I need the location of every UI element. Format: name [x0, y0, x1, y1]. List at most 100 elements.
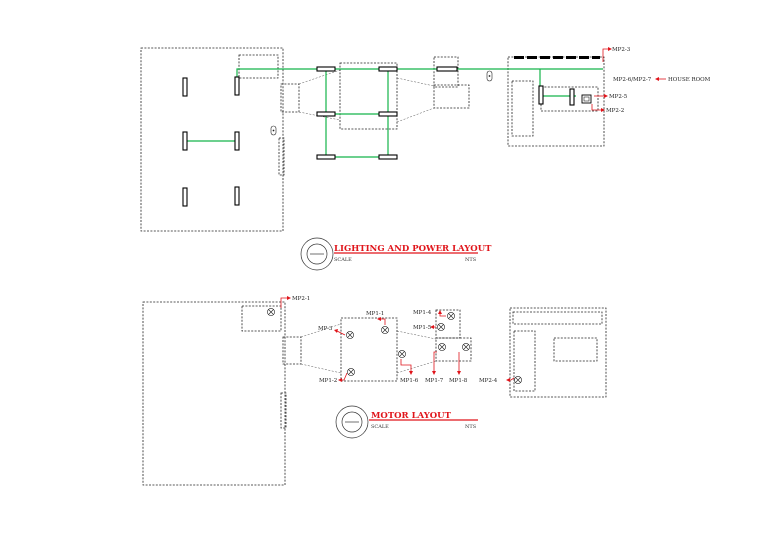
light-fixture-icon — [234, 131, 240, 151]
light-fixture-icon — [182, 187, 188, 207]
lighting-scale-label: SCALE — [334, 257, 352, 263]
mp1-6-arrow — [400, 359, 412, 372]
house-room-bench — [511, 80, 534, 137]
mp1-1-arrow — [380, 318, 386, 325]
light-fixture-icon — [378, 66, 398, 72]
motor-point-icon — [267, 308, 275, 316]
light-fixture-icon — [527, 56, 537, 59]
leader-line — [396, 360, 437, 374]
light-fixture-icon — [316, 154, 336, 160]
motor-point-icon — [381, 326, 389, 334]
motor-layout-title: MOTOR LAYOUT — [371, 411, 452, 421]
arrowhead-icon — [457, 371, 461, 375]
label-house-room: HOUSE ROOM — [668, 77, 711, 83]
motor-right-connector — [435, 337, 472, 362]
label-mp2-3: MP2-3 — [612, 47, 631, 53]
mp1-7-arrow — [433, 351, 437, 372]
label-mp1-7: MP1-7 — [425, 378, 444, 384]
motor-point-icon — [438, 343, 446, 351]
motor-house-room-outline — [509, 307, 607, 398]
lighting-scale-value: NTS — [465, 257, 477, 263]
light-fixture-icon — [316, 66, 336, 72]
light-fixture-icon — [514, 56, 524, 59]
motor-point-icon — [437, 323, 445, 331]
hall-door-right — [278, 137, 285, 176]
mp3-arrow — [336, 330, 346, 336]
light-fixture-icon — [540, 56, 550, 59]
arrowhead-icon — [287, 296, 291, 300]
motor-points — [267, 308, 522, 384]
light-fixture-icon — [538, 85, 544, 105]
light-fixture-icon — [182, 77, 188, 97]
arrowhead-icon — [604, 94, 608, 98]
arrowhead-icon — [506, 378, 510, 382]
label-mp2-4: MP2-4 — [479, 378, 498, 384]
motor-house-room-bench — [513, 330, 536, 392]
label-mp2-2: MP2-2 — [606, 108, 624, 114]
label-mp2-5: MP2-5 — [609, 94, 628, 100]
motor-main-hall-outline — [142, 301, 286, 486]
leader-line — [300, 363, 342, 374]
arrowhead-icon — [430, 325, 434, 329]
arrowhead-icon — [432, 371, 436, 375]
light-fixture-icon — [316, 111, 336, 117]
motor-point-icon — [346, 331, 354, 339]
mp2-2-arrow — [591, 104, 602, 111]
arrowhead-icon — [608, 47, 612, 51]
hall-inner-room — [238, 54, 279, 79]
arrowhead-icon — [438, 310, 442, 314]
motor-title-block: MOTOR LAYOUT SCALE NTS — [335, 405, 478, 439]
lighting-power-layout: MP2-3 MP2-6/MP2-7 HOUSE ROOM MP2-5 MP2-2… — [140, 47, 711, 271]
light-fixture-icon — [566, 56, 576, 59]
light-fixture-icon — [234, 76, 240, 96]
label-mp2-6-mp2-7: MP2-6/MP2-7 — [613, 77, 652, 83]
socket-outlet-icon — [583, 96, 590, 102]
label-mp3: MP-3 — [318, 326, 333, 332]
mp2-1-arrow — [280, 297, 288, 308]
motor-hall-inner-room — [241, 305, 282, 332]
mp2-3-arrow — [602, 48, 609, 62]
motor-center-room — [340, 317, 398, 382]
arrowhead-icon — [409, 371, 413, 375]
leader-line — [298, 69, 341, 85]
arrowhead-icon — [655, 77, 659, 81]
motor-scale-value: NTS — [465, 424, 477, 430]
arrowhead-icon — [377, 317, 381, 321]
arrowhead-icon — [334, 329, 338, 333]
motor-right-small-room — [435, 309, 461, 339]
label-mp2-1: MP2-1 — [292, 296, 310, 302]
motor-point-icon — [347, 368, 355, 376]
label-mp1-6: MP1-6 — [400, 378, 419, 384]
label-mp1-5: MP1-5 — [413, 325, 432, 331]
light-fixture-icon — [436, 66, 458, 72]
label-mp1-4: MP1-4 — [413, 310, 432, 316]
light-fixture-icon — [378, 154, 398, 160]
motor-point-icon — [462, 343, 470, 351]
label-mp1-8: MP1-8 — [449, 378, 468, 384]
label-mp1-2: MP1-2 — [319, 378, 337, 384]
lighting-layout-title: LIGHTING AND POWER LAYOUT — [334, 244, 492, 254]
motor-house-room-top — [512, 311, 603, 325]
light-fixture-icon — [182, 131, 188, 151]
main-hall-outline — [140, 47, 284, 232]
lighting-title-block: LIGHTING AND POWER LAYOUT SCALE NTS — [300, 237, 492, 271]
light-fixture-icon — [378, 111, 398, 117]
leader-line — [396, 107, 435, 123]
switch-dot-icon — [488, 75, 491, 77]
label-mp1-1: MP1-1 — [366, 311, 384, 317]
light-fixture-icon — [234, 186, 240, 206]
wire-hall-riser — [236, 68, 603, 82]
motor-house-room-inner — [553, 337, 598, 362]
center-room-outline — [339, 62, 398, 130]
motor-layout: MP2-1 MP1-1 MP1-4 MP-3 MP1-5 MP1-2 MP1-6… — [142, 296, 607, 486]
arrowhead-icon — [338, 378, 342, 382]
light-fixture-icon — [579, 56, 589, 59]
motor-connector-box — [282, 336, 302, 365]
motor-point-icon — [514, 376, 522, 384]
switch-dot-icon — [272, 129, 275, 132]
leader-line — [396, 77, 435, 87]
light-fixture-icon — [569, 88, 575, 106]
leader-line — [396, 330, 437, 340]
arrowhead-icon — [601, 108, 605, 112]
right-small-room — [433, 56, 459, 88]
